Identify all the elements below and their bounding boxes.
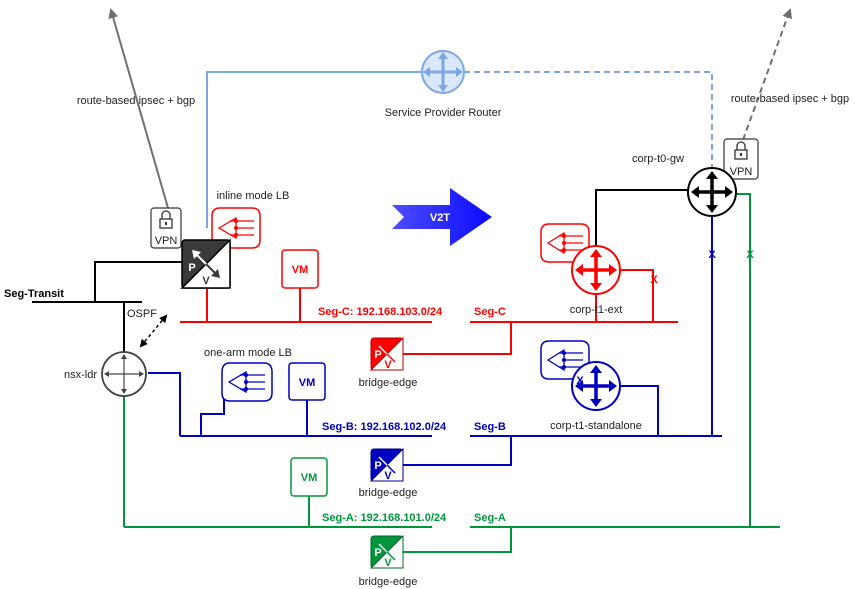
provider-uplink-left: [206, 71, 422, 228]
vm-seg-a-label: VM: [301, 472, 318, 484]
vpn-left-label: VPN: [155, 235, 178, 247]
vpn-left-box[interactable]: VPN: [150, 207, 182, 249]
seg-c-t1-stub: [620, 269, 654, 322]
t1-ext-router-icon[interactable]: [571, 245, 621, 295]
v2t-label: V2T: [430, 212, 450, 224]
edge-p-label: P: [188, 262, 195, 274]
bridge-edge-c-label: bridge-edge: [359, 377, 418, 389]
bridge-edge-seg-b-icon[interactable]: P V: [369, 447, 404, 482]
vpn-left-link: [108, 8, 169, 209]
seg-b-label: Seg-B: 192.168.102.0/24: [322, 421, 447, 433]
vm-seg-b[interactable]: VM: [288, 362, 326, 401]
onearm-lb-label: one-arm mode LB: [204, 347, 292, 359]
ldr-to-segb-link: [148, 372, 181, 436]
transit-to-lb-link: [94, 261, 182, 302]
bridge-b-v-label: V: [384, 470, 392, 482]
vpn-right-label: VPN: [730, 166, 753, 178]
vpn-right-link-label: route-based ipsec + bgp: [731, 93, 849, 105]
vpn-right-box[interactable]: VPN: [723, 138, 759, 180]
inline-lb-label: inline mode LB: [217, 190, 290, 202]
bridge-edge-seg-c-icon[interactable]: P V: [369, 336, 404, 371]
seg-c-label: Seg-C: 192.168.103.0/24: [318, 306, 443, 318]
cross-mark-t0-sega: X: [746, 249, 754, 261]
lock-icon: [734, 141, 748, 160]
bridge-a-p-label: P: [374, 547, 381, 559]
v2t-arrow-icon: V2T: [392, 188, 492, 246]
t0-router-icon[interactable]: [687, 167, 737, 217]
cross-mark-t1ext: X: [650, 274, 658, 286]
lock-icon: [159, 210, 173, 229]
seg-c-bridge-link: [403, 322, 512, 355]
edge-gateway-icon[interactable]: P V: [180, 238, 231, 289]
seg-b-bridge-link: [403, 436, 512, 466]
t0-to-t1ext-link: [595, 189, 690, 250]
bridge-edge-seg-a-icon[interactable]: P V: [369, 534, 404, 569]
t1-standalone-label: corp-t1-standalone: [550, 420, 642, 432]
seg-transit-label: Seg-Transit: [4, 288, 64, 300]
vm-seg-b-label: VM: [299, 377, 316, 389]
ldr-label: nsx-ldr: [64, 369, 97, 381]
inline-lb-icon[interactable]: [211, 207, 261, 249]
seg-b-t1-link: [620, 385, 659, 436]
onearm-lb-icon[interactable]: [221, 362, 273, 402]
provider-uplink-right: [464, 71, 713, 168]
cross-mark-t0-segb: X: [708, 249, 716, 261]
t0-to-sega-link: [736, 193, 751, 527]
edge-v-label: V: [202, 275, 210, 287]
ldr-router-icon[interactable]: [101, 351, 147, 397]
t1-ext-label: corp-t1-ext: [570, 304, 623, 316]
vpn-left-link-label: route-based ipsec + bgp: [77, 95, 195, 107]
vpn-right-link: [742, 8, 792, 141]
seg-a-bridge-link: [403, 527, 512, 553]
t0-label: corp-t0-gw: [632, 153, 684, 165]
bridge-a-v-label: V: [384, 557, 392, 569]
bridge-c-p-label: P: [374, 349, 381, 361]
t1-standalone-router-icon[interactable]: [571, 361, 621, 411]
ospf-label: OSPF: [127, 308, 157, 320]
bridge-b-p-label: P: [374, 460, 381, 472]
vm-seg-a[interactable]: VM: [290, 457, 328, 497]
vm-seg-c[interactable]: VM: [281, 249, 319, 289]
seg-b-lb-link: [200, 393, 225, 436]
provider-router-icon[interactable]: [421, 50, 465, 94]
cross-mark-t1-standalone: X: [576, 375, 584, 387]
vm-seg-c-label: VM: [292, 264, 309, 276]
provider-router-label: Service Provider Router: [385, 107, 502, 119]
bridge-edge-b-label: bridge-edge: [359, 487, 418, 499]
seg-c-short-label: Seg-C: [474, 306, 506, 318]
seg-a-short-label: Seg-A: [474, 512, 506, 524]
seg-b-short-label: Seg-B: [474, 421, 506, 433]
seg-a-label: Seg-A: 192.168.101.0/24: [322, 512, 447, 524]
ospf-arrow: [139, 314, 168, 348]
bridge-c-v-label: V: [384, 359, 392, 371]
bridge-edge-a-label: bridge-edge: [359, 576, 418, 588]
